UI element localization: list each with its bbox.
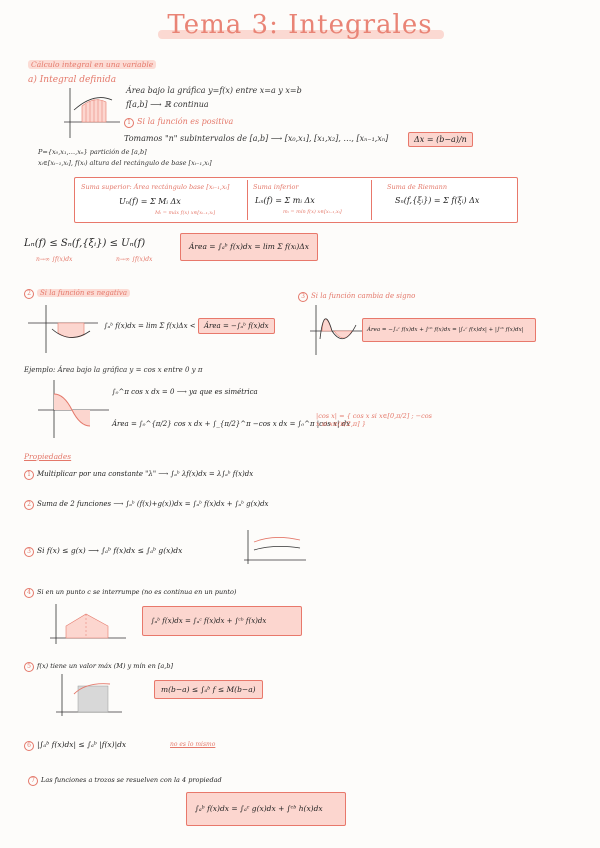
ineq-left: n→∞ ∫f(x)dx — [36, 256, 73, 263]
graph-fg-icon — [244, 530, 306, 564]
sup-note: Mᵢ = máx f(x) x∈[xᵢ₋₁,xᵢ] — [155, 210, 216, 216]
graph-cosine-icon — [38, 380, 109, 438]
area-formula-box: Área = ∫ₐᵇ f(x)dx = lim Σ f(xᵢ)Δx — [180, 233, 318, 261]
sums-box: Suma superior: Área rectángulo base [xᵢ₋… — [74, 177, 518, 223]
graph-sign-change-icon — [310, 305, 370, 355]
altura: xᵢ∈[xᵢ₋₁,xᵢ], f(xᵢ) altura del rectángul… — [38, 159, 212, 167]
ej2: Área = ∫₀^{π/2} cos x dx + ∫_{π/2}^π −co… — [112, 420, 351, 428]
ej1: ∫₀^π cos x dx = 0 ⟶ ya que es simétrica — [112, 388, 258, 396]
area-bajo: Área bajo la gráfica y=f(x) entre x=a y … — [126, 86, 302, 95]
riem-formula: Sₙ(f,{ξᵢ}) = Σ f(ξᵢ) Δx — [395, 196, 480, 205]
sup-title: Suma superior: Área rectángulo base [xᵢ₋… — [81, 183, 230, 191]
prop-7-box: ∫ₐᵇ f(x)dx = ∫ₐᶜ g(x)dx + ∫ᶜᵇ h(x)dx — [186, 792, 346, 826]
prop-4-box: ∫ₐᵇ f(x)dx = ∫ₐᶜ f(x)dx + ∫ᶜᵇ f(x)dx — [142, 606, 302, 636]
fab: f[a,b] ⟶ ℝ continua — [126, 100, 209, 109]
subtitle: Cálculo integral en una variable — [28, 60, 157, 69]
props-title: Propiedades — [24, 452, 72, 461]
inf-title: Suma inferior — [253, 183, 299, 191]
prop-5-box: m(b−a) ≤ ∫ₐᵇ f ≤ M(b−a) — [154, 680, 263, 699]
sign-area-box: Área = −∫ₐᶜ f(x)dx + ∫ᶜᵇ f(x)dx = |∫ₐᶜ f… — [362, 318, 536, 342]
graph-positive-icon — [64, 88, 120, 138]
tomamos: Tomamos "n" subintervalos de [a,b] ⟶ [x₀… — [124, 134, 389, 143]
neg-area-box: Área = −∫ₐᵇ f(x)dx — [198, 318, 275, 334]
graph-minmax-icon — [56, 674, 122, 716]
prop-6-note: no es lo mismo — [170, 741, 216, 748]
riem-title: Suma de Riemann — [387, 183, 448, 191]
graph-negative-icon — [28, 305, 98, 353]
section-a: a) Integral definida — [28, 75, 117, 85]
particion: P={x₀,x₁,…,xₙ} partición de [a,b] — [38, 148, 147, 156]
ejemplo: Ejemplo: Área bajo la gráfica y = cos x … — [24, 366, 203, 374]
prop-6: 6|∫ₐᵇ f(x)dx| ≤ ∫ₐᵇ |f(x)|dx — [24, 740, 126, 751]
sup-formula: Uₙ(f) = Σ Mᵢ Δx — [119, 197, 181, 206]
graph-piecewise-icon — [50, 604, 126, 644]
inf-formula: Lₙ(f) = Σ mᵢ Δx — [255, 196, 315, 205]
inf-note: mᵢ = mín f(x) x∈[xᵢ₋₁,xᵢ] — [283, 209, 342, 215]
title-highlight — [158, 30, 444, 39]
inequality: Lₙ(f) ≤ Sₙ(f,{ξᵢ}) ≤ Uₙ(f) — [24, 238, 146, 249]
page-title: Tema 3: Integrales — [167, 10, 433, 40]
ineq-right: n→∞ ∫f(x)dx — [116, 256, 153, 263]
ej3: |cos x| = { cos x si x∈[0,π/2] ; −cos x … — [316, 412, 432, 428]
delta-box: Δx = (b−a)/n — [408, 132, 473, 147]
neg-formula: ∫ₐᵇ f(x)dx = lim Σ f(x)Δx < 0 — [104, 322, 203, 330]
